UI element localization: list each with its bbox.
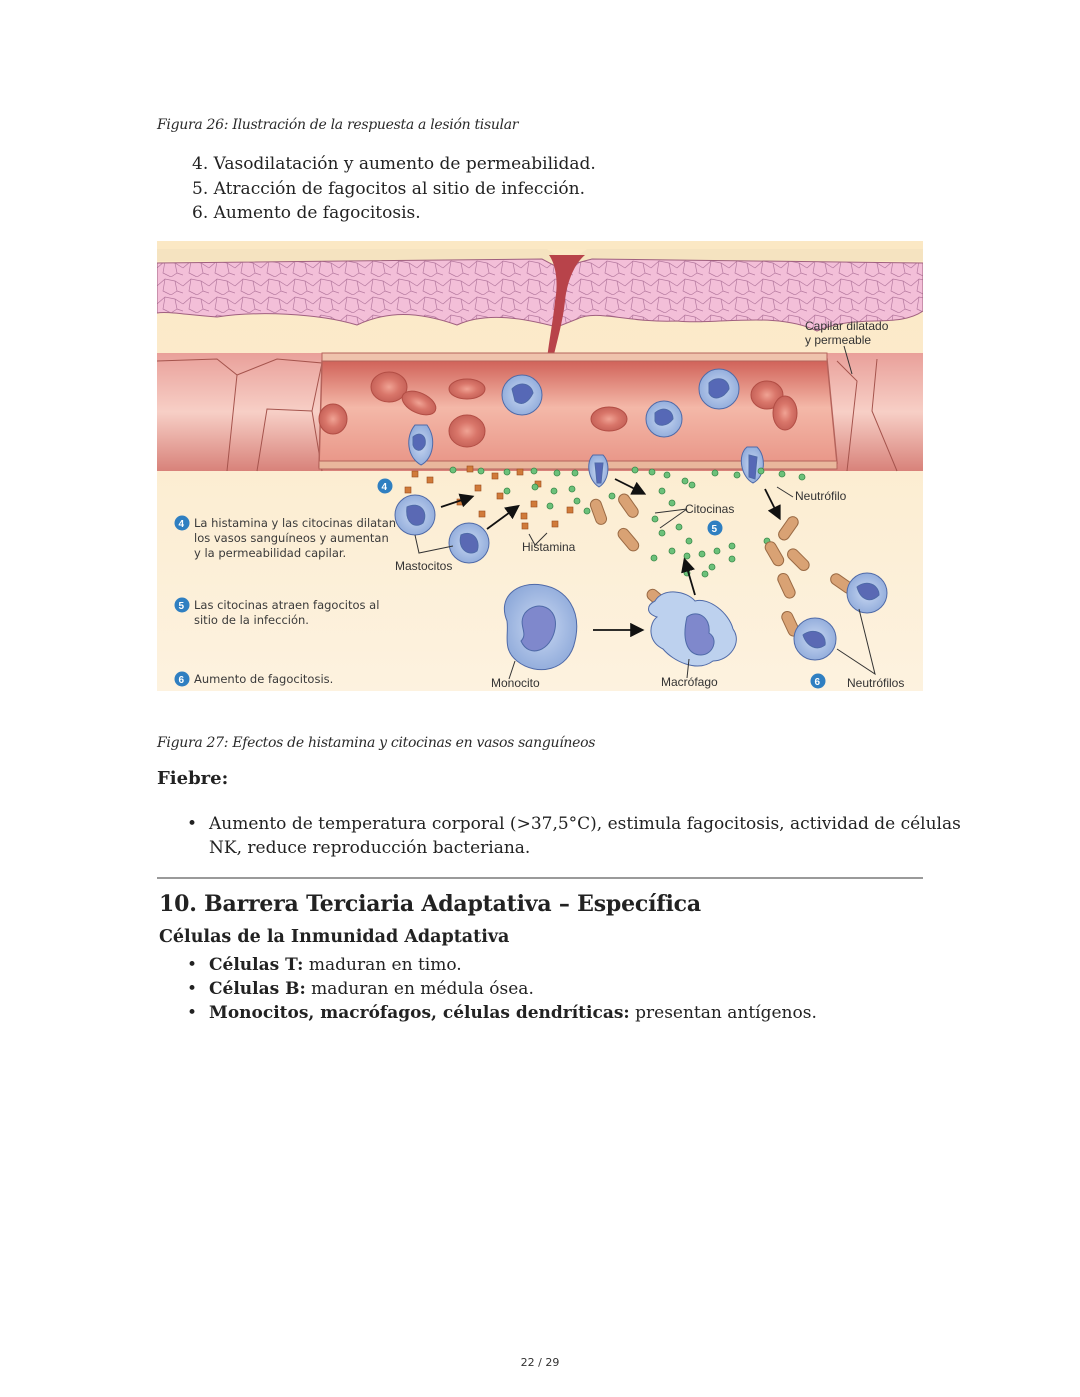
label-neutrofilo: Neutrófilo bbox=[795, 489, 847, 503]
page-number: 22 / 29 bbox=[520, 1356, 560, 1369]
section-10-heading: 10. Barrera Terciaria Adaptativa – Espec… bbox=[159, 891, 701, 917]
adaptive-cells-subheading: Células de la Inmunidad Adaptativa bbox=[159, 927, 510, 947]
note-4: 4 La histamina y las citocinas dilatan l… bbox=[174, 515, 396, 560]
svg-text:6: 6 bbox=[179, 675, 185, 686]
svg-text:sitio de la infección.: sitio de la infección. bbox=[194, 613, 309, 627]
fiebre-heading: Fiebre: bbox=[157, 768, 229, 789]
badge-5-figure: 5 bbox=[707, 520, 723, 536]
fiebre-bullet-line1: Aumento de temperatura corporal (>37,5°C… bbox=[209, 814, 961, 834]
term: Monocitos, macrófagos, células dendrític… bbox=[209, 1003, 630, 1023]
svg-text:Las citocinas atraen fagocitos: Las citocinas atraen fagocitos al bbox=[194, 598, 379, 612]
svg-text:Aumento de fagocitosis.: Aumento de fagocitosis. bbox=[194, 672, 333, 686]
description: maduran en médula ósea. bbox=[305, 979, 534, 999]
list-item: Aumento de temperatura corporal (>37,5°C… bbox=[185, 812, 961, 860]
svg-text:y la permeabilidad capilar.: y la permeabilidad capilar. bbox=[194, 546, 346, 560]
svg-text:los vasos sanguíneos y aumenta: los vasos sanguíneos y aumentan bbox=[194, 531, 389, 545]
svg-text:4: 4 bbox=[179, 519, 185, 530]
label-mastocitos: Mastocitos bbox=[395, 559, 452, 573]
svg-text:4: 4 bbox=[382, 482, 388, 493]
badge-4-figure: 4 bbox=[377, 478, 393, 494]
label-neutrofilos: Neutrófilos bbox=[847, 676, 904, 690]
badge-6-figure: 6 bbox=[810, 673, 826, 689]
adaptive-cells-list: Células T: maduran en timo. Células B: m… bbox=[185, 953, 817, 1025]
fiebre-bullet-line2: NK, reduce reproducción bacteriana. bbox=[209, 838, 531, 858]
term: Células B: bbox=[209, 979, 306, 999]
svg-text:5: 5 bbox=[179, 601, 185, 612]
figure-27-caption: Figura 27: Efectos de histamina y citoci… bbox=[157, 735, 596, 751]
description: maduran en timo. bbox=[303, 955, 462, 975]
term: Células T: bbox=[209, 955, 304, 975]
list-item: Monocitos, macrófagos, células dendrític… bbox=[185, 1001, 817, 1025]
section-divider bbox=[157, 877, 923, 879]
label-capilar-1: Capilar dilatado bbox=[805, 319, 889, 333]
label-macrofago: Macrófago bbox=[661, 675, 718, 689]
step-item: 6. Aumento de fagocitosis. bbox=[192, 203, 421, 223]
inflammation-steps-list: 4. Vasodilatación y aumento de permeabil… bbox=[192, 152, 596, 226]
svg-text:La histamina y las citocinas d: La histamina y las citocinas dilatan bbox=[194, 516, 396, 530]
note-5: 5 Las citocinas atraen fagocitos al siti… bbox=[174, 597, 379, 627]
note-6: 6 Aumento de fagocitosis. bbox=[174, 671, 333, 687]
description: presentan antígenos. bbox=[629, 1003, 817, 1023]
svg-text:6: 6 bbox=[815, 677, 821, 688]
svg-text:5: 5 bbox=[712, 524, 718, 535]
list-item: Células B: maduran en médula ósea. bbox=[185, 977, 817, 1001]
histamine-cytokine-illustration: Capilar dilatado y permeable bbox=[157, 241, 923, 691]
label-citocinas: Citocinas bbox=[685, 502, 734, 516]
step-item: 4. Vasodilatación y aumento de permeabil… bbox=[192, 154, 596, 174]
label-monocito: Monocito bbox=[491, 676, 540, 690]
label-histamina: Histamina bbox=[522, 540, 576, 554]
fiebre-list: Aumento de temperatura corporal (>37,5°C… bbox=[185, 812, 961, 860]
label-capilar-2: y permeable bbox=[805, 333, 871, 347]
step-item: 5. Atracción de fagocitos al sitio de in… bbox=[192, 178, 586, 199]
list-item: Células T: maduran en timo. bbox=[185, 953, 817, 977]
figure-26-caption: Figura 26: Ilustración de la respuesta a… bbox=[157, 117, 519, 133]
